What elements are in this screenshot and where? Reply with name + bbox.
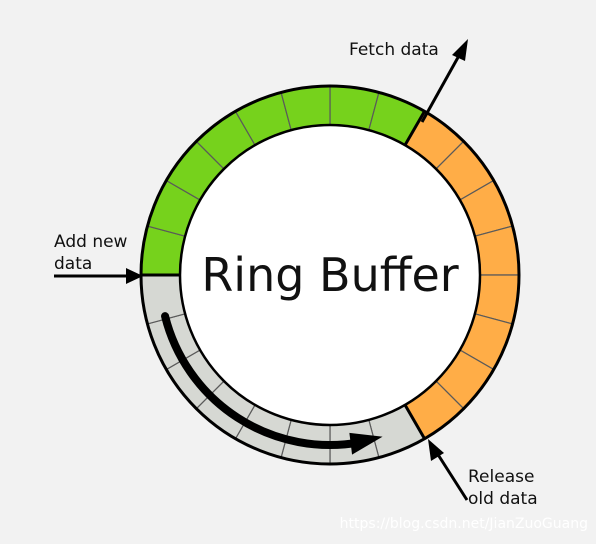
circular-direction-arrow [161,312,364,449]
watermark-text: https://blog.csdn.net/JianZuoGuang [340,516,588,532]
fetch-arrow-head [452,39,468,61]
add-new-data-label-line2: data [54,254,92,274]
add-new-data-label-line1: Add new [54,232,128,252]
fetch-data-label: Fetch data [349,40,439,60]
ring-region-dividers [140,109,427,441]
release-arrow-line [435,452,469,501]
region-divider [403,403,427,441]
diagram-title: Ring Buffer [201,248,458,302]
release-old-data-label-line1: Release [468,467,534,487]
fetch-arrow-line [420,51,463,123]
release-old-data-label-line2: old data [468,489,538,509]
add-arrow-head [126,268,143,284]
release-arrow-head [428,439,444,461]
region-divider [403,109,427,147]
circular-arrow-head [349,432,383,455]
